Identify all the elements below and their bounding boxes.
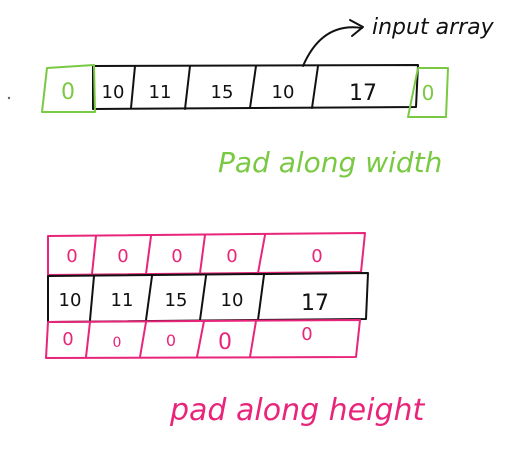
bottom-pad-row [45, 319, 361, 359]
bottom-cell-1: 0 [113, 335, 122, 351]
middle-cell-3: 10 [221, 290, 244, 311]
left-pad-cell [41, 64, 96, 113]
right-pad-cell [407, 67, 449, 118]
height-padding-example: 0 0 0 0 0 10 11 15 10 17 0 0 0 0 0 pad a… [45, 232, 426, 428]
middle-cell-1: 11 [111, 290, 134, 311]
stray-dot [7, 96, 11, 100]
bottom-cell-3: 0 [218, 330, 232, 355]
input-array-box [92, 64, 419, 110]
top-cell-2: 0 [171, 246, 182, 267]
width-cell-4: 10 [272, 82, 295, 103]
middle-cell-4: 17 [301, 291, 329, 316]
top-pad-row [47, 232, 366, 276]
width-cell-6: 0 [422, 81, 435, 105]
width-cell-5: 17 [349, 81, 377, 106]
bottom-cell-4: 0 [301, 324, 312, 345]
width-padding-example: 0 10 11 15 10 17 0 input array Pad along… [41, 15, 495, 179]
top-cell-3: 0 [226, 246, 237, 267]
top-cell-0: 0 [66, 246, 77, 267]
width-cell-2: 11 [149, 82, 172, 103]
width-cell-0: 0 [61, 80, 75, 105]
arrowhead-icon [349, 19, 364, 37]
input-array-arrow [302, 26, 363, 67]
height-caption: pad along height [169, 393, 426, 428]
input-array-label: input array [372, 15, 495, 40]
width-caption: Pad along width [218, 146, 442, 179]
width-cell-1: 10 [102, 82, 125, 103]
input-row [47, 272, 369, 323]
bottom-cell-2: 0 [166, 331, 176, 350]
bottom-cell-0: 0 [62, 329, 73, 350]
middle-cell-0: 10 [59, 290, 82, 311]
top-cell-4: 0 [311, 246, 322, 267]
width-cell-3: 15 [211, 82, 234, 103]
middle-cell-2: 15 [165, 290, 188, 311]
top-cell-1: 0 [117, 246, 128, 267]
